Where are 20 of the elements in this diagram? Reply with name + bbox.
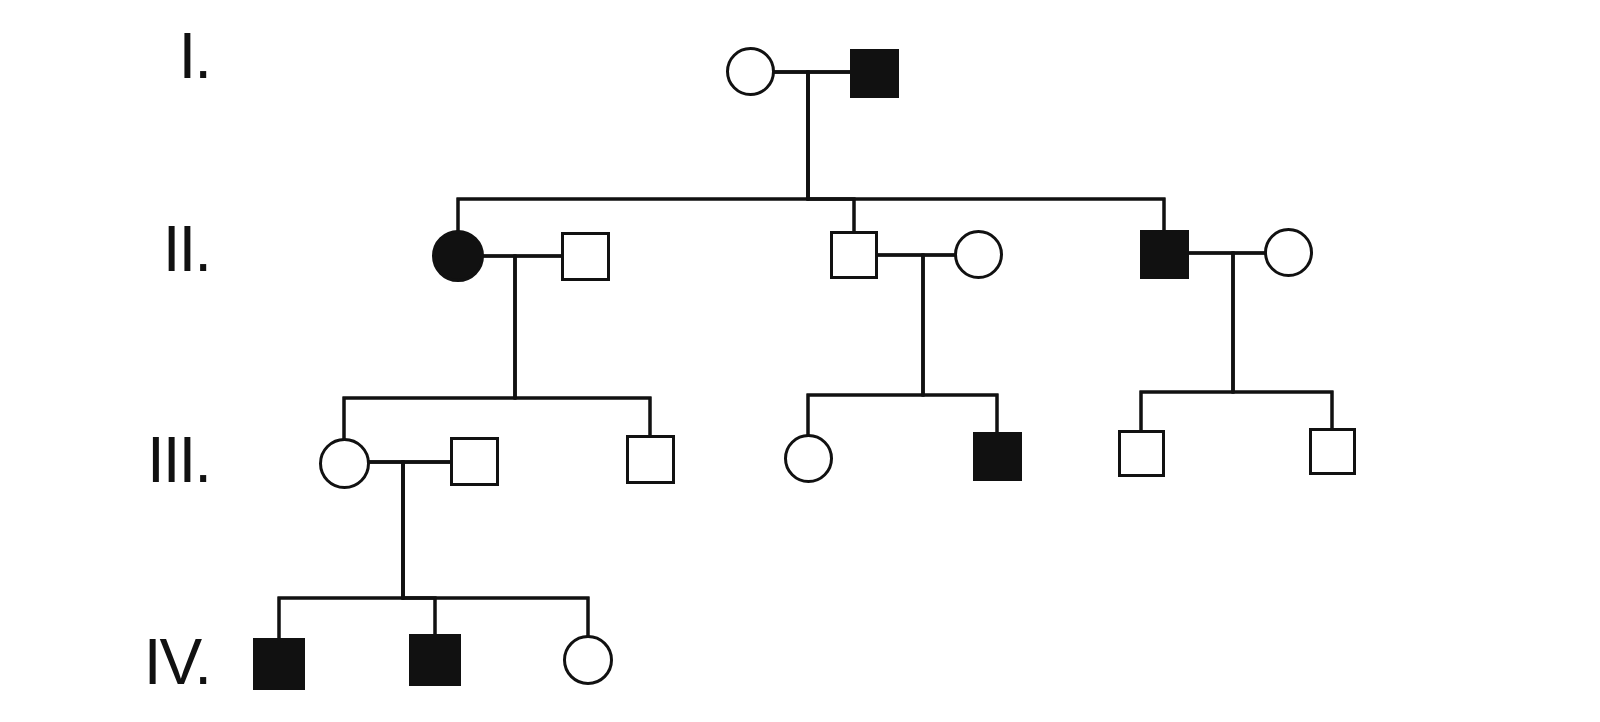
connector-line: [921, 253, 999, 433]
filled-square: [409, 634, 461, 686]
open-square: [1308, 427, 1356, 475]
generation-label: IV.: [143, 629, 210, 695]
connector-line: [1231, 251, 1334, 429]
open-square: [1117, 429, 1165, 477]
open-circle: [563, 635, 613, 685]
generation-label: III.: [146, 427, 210, 493]
connector-line: [513, 254, 652, 436]
open-square: [449, 436, 499, 486]
open-square: [560, 231, 610, 281]
filled-square: [1139, 229, 1189, 279]
filled-square: [253, 638, 305, 690]
generation-label: II.: [162, 216, 210, 282]
generation-label: I.: [178, 23, 210, 89]
open-square: [625, 434, 675, 484]
filled-square: [849, 48, 899, 98]
filled-square: [972, 431, 1022, 481]
open-square: [830, 231, 878, 279]
filled-circle: [432, 230, 484, 282]
